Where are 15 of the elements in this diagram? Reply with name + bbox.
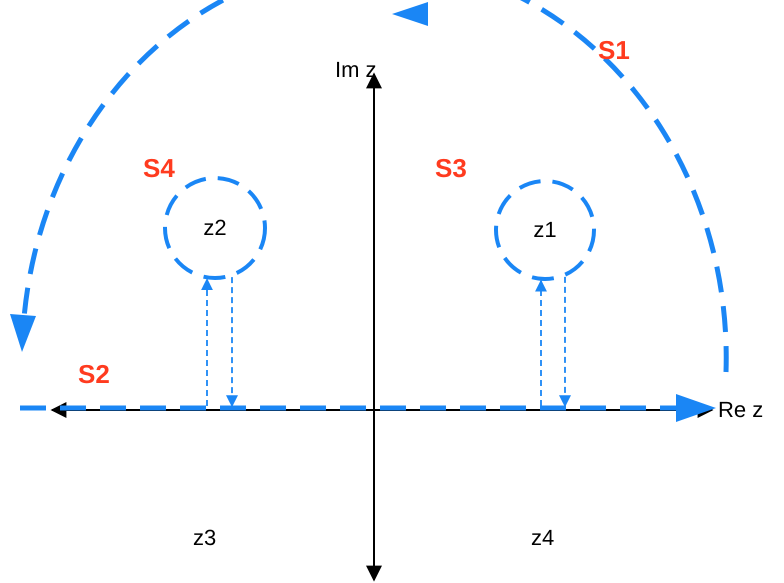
axis-label: Re z	[718, 398, 764, 422]
arrow	[559, 276, 571, 408]
arrow	[226, 277, 238, 408]
contour-label: S4	[143, 154, 175, 183]
contour-label: S2	[78, 360, 110, 389]
node-label: z2	[202, 215, 228, 241]
arrow	[535, 280, 547, 406]
point-label: z3	[193, 526, 216, 550]
arrow	[201, 278, 213, 406]
contour-label: S3	[435, 154, 467, 183]
node-label: z1	[532, 217, 558, 243]
point-label: z4	[531, 526, 554, 550]
dashed-circle	[163, 176, 267, 280]
contour-label: S1	[598, 36, 630, 65]
dashed-circle	[494, 179, 596, 281]
